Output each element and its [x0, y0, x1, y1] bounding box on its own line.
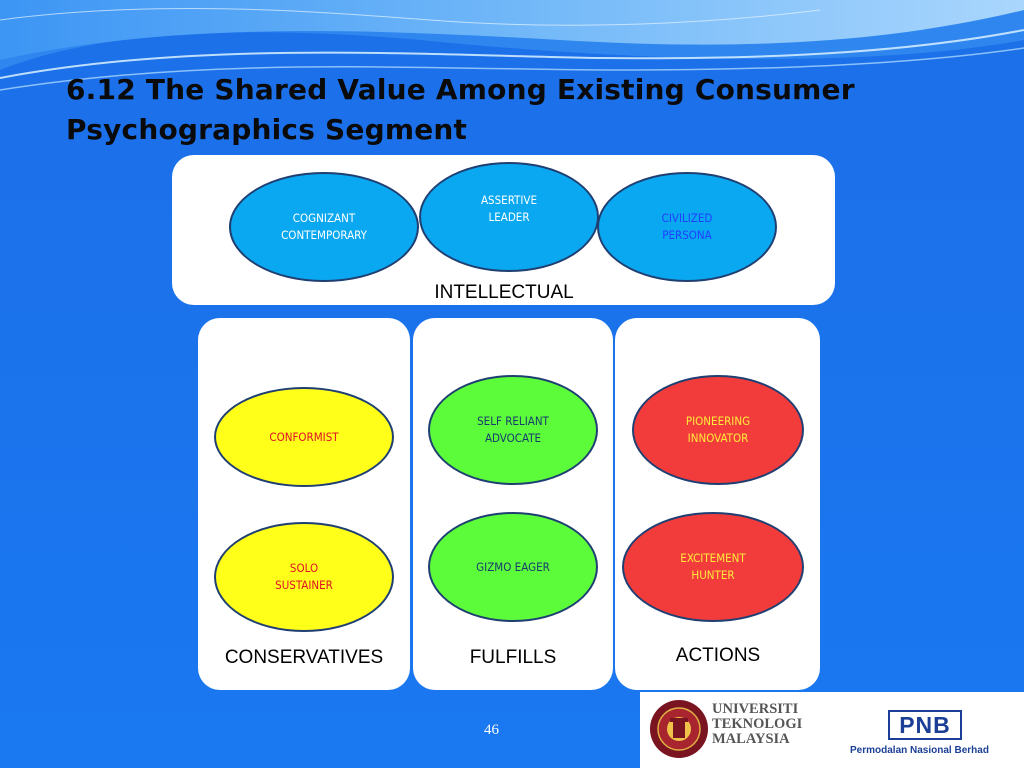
page-number: 46 — [484, 722, 499, 738]
ellipse-label-line2: PERSONA — [662, 228, 712, 242]
actions-label: ACTIONS — [675, 645, 761, 666]
ellipse-label-line1: COGNIZANT — [292, 211, 356, 225]
self-reliant-advocate-ellipse: SELF RELIANT ADVOCATE — [428, 375, 598, 485]
ellipse-label-line2: SUSTAINER — [275, 578, 333, 592]
title-line-1: 6.12 The Shared Value Among Existing Con… — [66, 73, 855, 106]
ellipse-label-line1: SOLO — [289, 561, 319, 575]
cognizant-contemporary-ellipse: COGNIZANT CONTEMPORARY — [229, 172, 419, 282]
slide-title: 6.12 The Shared Value Among Existing Con… — [66, 70, 966, 150]
ellipse-label-line2: ADVOCATE — [484, 431, 542, 445]
gizmo-eager-ellipse: GIZMO EAGER — [428, 512, 598, 622]
assertive-leader-ellipse: ASSERTIVE LEADER — [419, 162, 599, 272]
ellipse-label-line1: SELF RELIANT — [477, 414, 549, 428]
utm-wordmark: UNIVERSITI TEKNOLOGI MALAYSIA — [712, 702, 802, 747]
logo-strip: UNIVERSITI TEKNOLOGI MALAYSIA PNB Permod… — [640, 692, 1024, 768]
pnb-name: Permodalan Nasional Berhad — [850, 745, 989, 756]
conservatives-panel — [198, 318, 410, 690]
ellipse-label-line2: HUNTER — [691, 568, 735, 582]
ellipse-label-line1: PIONEERING — [685, 414, 751, 428]
ellipse-label-line1: ASSERTIVE — [480, 193, 538, 207]
fulfills-label: FULFILLS — [469, 647, 557, 668]
ellipse-label-line1: CONFORMIST — [269, 429, 339, 444]
excitement-hunter-ellipse: EXCITEMENT HUNTER — [622, 512, 804, 622]
fulfills-panel — [413, 318, 613, 690]
pnb-logo: PNB — [888, 710, 962, 740]
utm-line-2: TEKNOLOGI — [712, 716, 803, 732]
pioneering-innovator-ellipse: PIONEERING INNOVATOR — [632, 375, 804, 485]
utm-line-3: MALAYSIA — [712, 731, 790, 747]
civilized-persona-ellipse: CIVILIZED PERSONA — [597, 172, 777, 282]
utm-seal-logo — [650, 700, 708, 758]
ellipse-label-line2: CONTEMPORARY — [281, 228, 367, 242]
title-line-2: Psychographics Segment — [66, 113, 468, 146]
intellectual-label: INTELLECTUAL — [434, 282, 574, 303]
actions-panel — [615, 318, 820, 690]
conservatives-label: CONSERVATIVES — [224, 647, 384, 668]
ellipse-label-line2: LEADER — [488, 210, 530, 224]
conformist-ellipse: CONFORMIST — [214, 387, 394, 487]
ellipse-label-line2: INNOVATOR — [687, 431, 749, 445]
ellipse-label-line1: CIVILIZED — [661, 211, 713, 225]
ellipse-label-line1: EXCITEMENT — [680, 551, 746, 565]
utm-line-1: UNIVERSITI — [712, 701, 799, 717]
ellipse-label-line1: GIZMO EAGER — [476, 559, 550, 574]
solo-sustainer-ellipse: SOLO SUSTAINER — [214, 522, 394, 632]
